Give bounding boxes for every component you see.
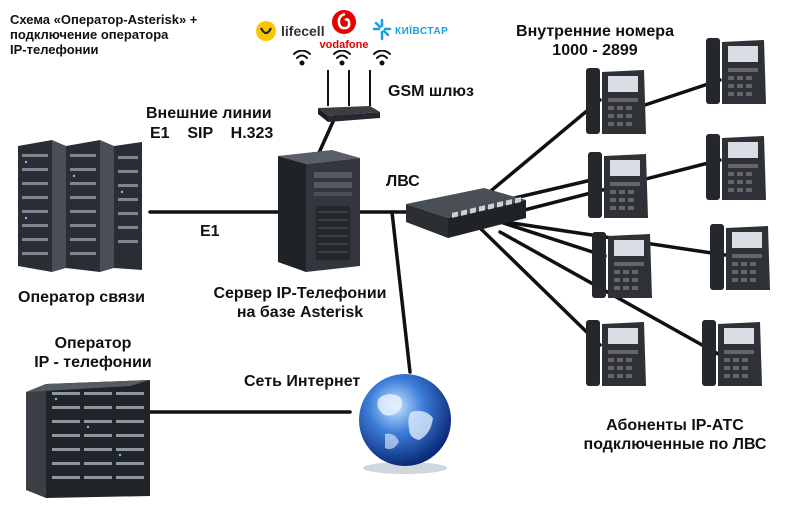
lan-label: ЛВС [386,173,420,190]
server-label-line-2: на базе Asterisk [236,304,364,321]
gsm-gateway-label: GSM шлюз [388,83,475,100]
link-switch-phone-4 [478,226,602,347]
diagram-title: Схема «Оператор-Asterisk» + подключение … [10,12,197,57]
link-server-gateway [316,113,338,157]
link-switch-phone-1 [478,98,602,202]
ip-phone-icon [706,38,766,104]
subscribers-line-2: подключенные по ЛВС [583,436,767,453]
internal-numbers-line-1: Внутренние номера [516,23,674,40]
wifi-signal-icon [293,50,391,66]
server-rack-icon [26,380,150,498]
ip-phone-icon [586,320,646,386]
internal-numbers-label: Внутренние номера 1000 - 2899 [510,22,680,60]
lifecell-logo-text: lifecell [281,23,325,39]
kyivstar-logo: КИЇВСТАР [372,18,448,47]
network-switch-icon [406,188,526,238]
title-line-3: IP-телефонии [10,42,99,57]
ip-phone-icon [592,232,652,298]
ip-phone-icon [702,320,762,386]
ip-phone-icon [586,68,646,134]
subscribers-label: Абоненты IP-АТС подключенные по ЛВС [570,416,780,454]
ip-phone-icon [706,134,766,200]
vodafone-logo: vodafone [318,8,370,51]
ip-phone-icon [588,152,648,218]
server-rack-icon [18,140,142,272]
operator-telecom-label: Оператор связи [18,289,145,306]
kyivstar-logo-text: КИЇВСТАР [395,26,449,37]
globe-icon [359,374,451,474]
tower-server-icon [278,150,360,272]
ip-operator-line-1: Оператор [54,335,132,352]
ip-operator-line-2: IP - телефонии [34,354,152,371]
link-switch-phone-3 [486,216,607,258]
internal-numbers-line-2: 1000 - 2899 [552,42,638,59]
link-internet-switch [390,210,412,374]
e1-link-label: E1 [200,223,220,240]
title-line-1: Схема «Оператор-Asterisk» + [10,12,198,27]
ip-operator-label: Оператор IP - телефонии [18,334,168,372]
title-line-2: подключение оператора [10,27,169,42]
external-lines-types: E1 SIP H.323 [150,125,274,142]
internet-label: Сеть Интернет [244,373,361,390]
subscribers-line-1: Абоненты IP-АТС [606,417,744,434]
lifecell-logo: lifecell [255,18,325,49]
gsm-gateway-icon [318,70,380,122]
vodafone-logo-text: vodafone [319,39,369,51]
external-lines-title: Внешние линии [146,105,272,122]
server-label-line-1: Сервер IP-Телефонии [213,285,387,302]
ip-phone-icon [710,224,770,290]
server-label: Сервер IP-Телефонии на базе Asterisk [205,284,395,322]
